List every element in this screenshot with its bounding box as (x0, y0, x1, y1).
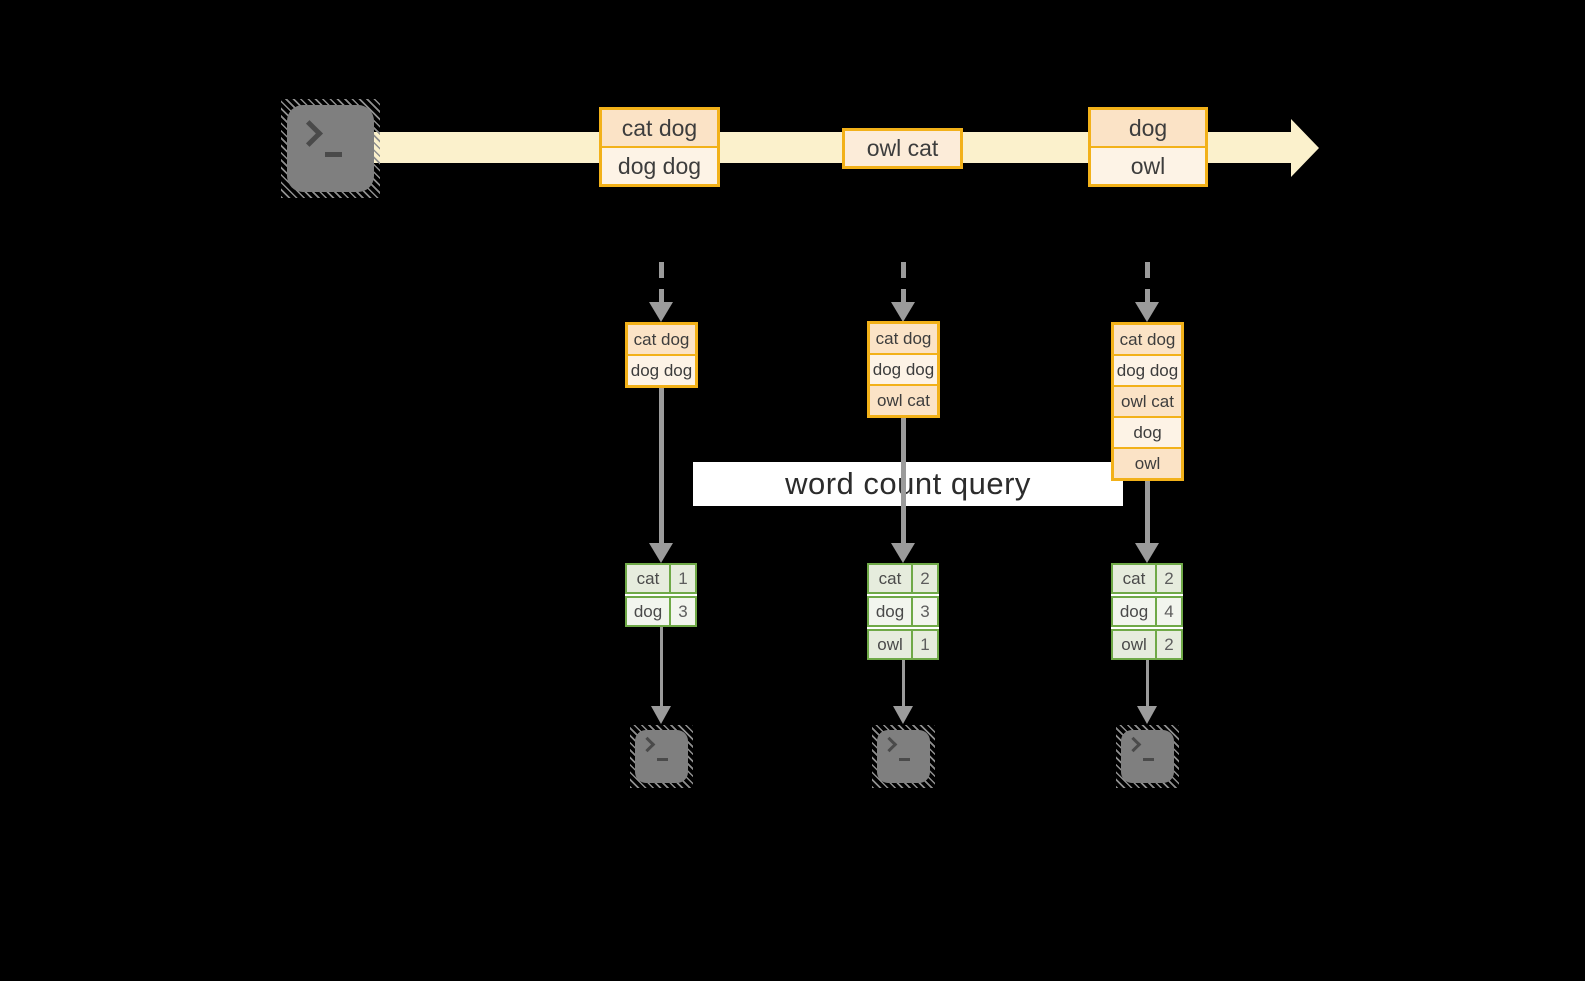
query-process-arrow-head-icon (891, 543, 915, 563)
count-value-cell: 1 (671, 565, 695, 592)
count-value-cell: 3 (913, 598, 937, 625)
word-batch-row: owl (1114, 447, 1181, 478)
output-arrow-head-icon (651, 706, 671, 724)
query-process-arrow (900, 417, 906, 543)
word-batch-row: dog dog (602, 146, 717, 184)
stream-arrowhead-icon (1291, 119, 1319, 177)
count-word-cell: owl (1113, 631, 1157, 658)
prompt-underscore-icon (656, 758, 668, 761)
count-value-cell: 4 (1157, 598, 1181, 625)
word-batch-row: owl cat (845, 131, 960, 166)
count-value-cell: 2 (1157, 565, 1181, 592)
word-batch-row: cat dog (602, 110, 717, 146)
sink-terminal-icon (1115, 725, 1179, 788)
word-batch-row: owl cat (870, 384, 937, 415)
micro-batch-arrow-head-icon (649, 302, 673, 322)
word-batch-row: cat dog (1114, 325, 1181, 354)
prompt-underscore-icon (898, 758, 910, 761)
count-word-cell: dog (627, 598, 671, 625)
query-process-arrow (1144, 480, 1150, 543)
micro-batch-arrow (1144, 262, 1150, 302)
micro-batch-arrow-head-icon (1135, 302, 1159, 322)
output-arrow (901, 660, 905, 706)
output-arrow-head-icon (1137, 706, 1157, 724)
terminal-screen (876, 730, 930, 783)
stream-batch-box: owl cat (842, 128, 963, 169)
count-value-cell: 2 (913, 565, 937, 592)
count-word-cell: owl (869, 631, 913, 658)
terminal-screen (634, 730, 688, 783)
sink-terminal-icon (629, 725, 693, 788)
count-value-cell: 2 (1157, 631, 1181, 658)
word-batch-row: cat dog (870, 324, 937, 353)
word-batch-row: owl cat (1114, 385, 1181, 416)
word-batch-row: dog (1114, 416, 1181, 447)
micro-batch-arrow (900, 262, 906, 302)
output-arrow (659, 627, 663, 706)
output-arrow-head-icon (893, 706, 913, 724)
count-value-cell: 3 (671, 598, 695, 625)
word-count-query-label: word count query (693, 462, 1123, 506)
word-batch-row: dog dog (1114, 354, 1181, 385)
query-process-arrow-head-icon (649, 543, 673, 563)
prompt-underscore-icon (325, 152, 342, 157)
micro-batch-arrow-head-icon (891, 302, 915, 322)
word-batch-row: dog dog (870, 353, 937, 384)
query-process-arrow-head-icon (1135, 543, 1159, 563)
word-batch-row: owl (1091, 146, 1205, 184)
word-batch-row: cat dog (628, 325, 695, 354)
output-arrow (1145, 660, 1149, 706)
word-batch-row: dog dog (628, 354, 695, 385)
count-word-cell: cat (627, 565, 671, 592)
count-value-cell: 1 (913, 631, 937, 658)
count-word-cell: dog (869, 598, 913, 625)
word-batch-row: dog (1091, 110, 1205, 146)
count-word-cell: cat (1113, 565, 1157, 592)
terminal-screen (1120, 730, 1174, 783)
source-terminal-icon (281, 99, 380, 198)
micro-batch-arrow (658, 262, 664, 302)
query-process-arrow (658, 387, 664, 543)
count-word-cell: dog (1113, 598, 1157, 625)
prompt-underscore-icon (1142, 758, 1154, 761)
count-word-cell: cat (869, 565, 913, 592)
terminal-screen (287, 105, 374, 192)
sink-terminal-icon (871, 725, 935, 788)
